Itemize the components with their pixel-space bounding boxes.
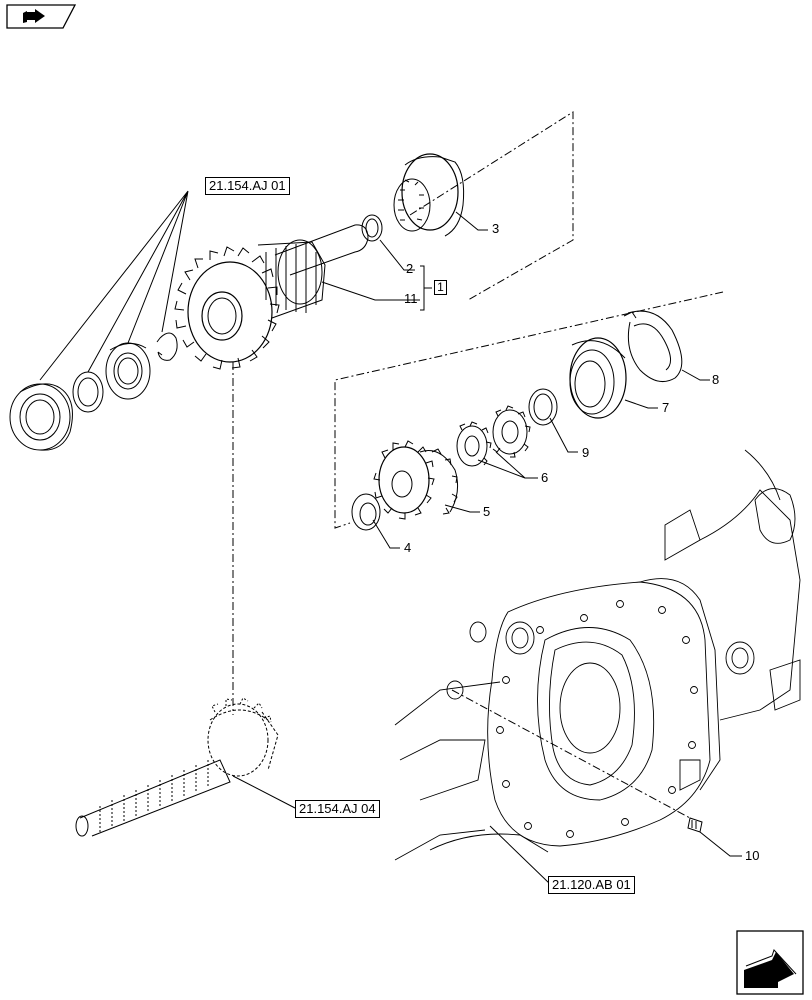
callout-10: 10	[745, 848, 760, 863]
next-page-button[interactable]	[736, 930, 804, 995]
bearing-7[interactable]	[569, 337, 627, 419]
book-arrow-icon	[6, 4, 77, 29]
input-shaft[interactable]	[75, 697, 279, 837]
sliding-coupling-3[interactable]	[393, 153, 465, 237]
callout-11: 11	[404, 291, 418, 306]
left-bearing-large[interactable]	[9, 383, 73, 451]
callout-8: 8	[712, 372, 720, 387]
back-tab-button[interactable]	[5, 3, 77, 30]
left-bearing-medium[interactable]	[105, 342, 151, 400]
callout-7: 7	[662, 400, 670, 415]
needle-cage-6[interactable]	[456, 405, 531, 467]
reference-21-154-aj-01[interactable]: 21.154.AJ 01	[205, 177, 290, 195]
left-snap-ring[interactable]	[156, 332, 178, 361]
reference-21-154-aj-04[interactable]: 21.154.AJ 04	[295, 800, 380, 818]
callout-3: 3	[492, 221, 500, 236]
left-ring[interactable]	[72, 371, 104, 413]
callout-9: 9	[582, 445, 590, 460]
next-page-arrow-icon	[736, 930, 804, 995]
callout-6: 6	[541, 470, 549, 485]
kit-box: 1	[434, 280, 447, 295]
washer-4[interactable]	[351, 493, 381, 531]
spacer-ring-2[interactable]	[361, 214, 383, 242]
shaft-gear-11[interactable]	[174, 224, 369, 370]
double-gear-5[interactable]	[373, 440, 459, 520]
callout-5: 5	[483, 504, 491, 519]
plug-10[interactable]	[687, 817, 703, 833]
snap-ring-8[interactable]	[623, 310, 683, 383]
washer-9[interactable]	[528, 388, 558, 426]
callout-4: 4	[404, 540, 412, 555]
transmission-housing	[394, 449, 801, 861]
callout-2: 2	[406, 261, 414, 276]
reference-21-120-ab-01[interactable]: 21.120.AB 01	[548, 876, 635, 894]
